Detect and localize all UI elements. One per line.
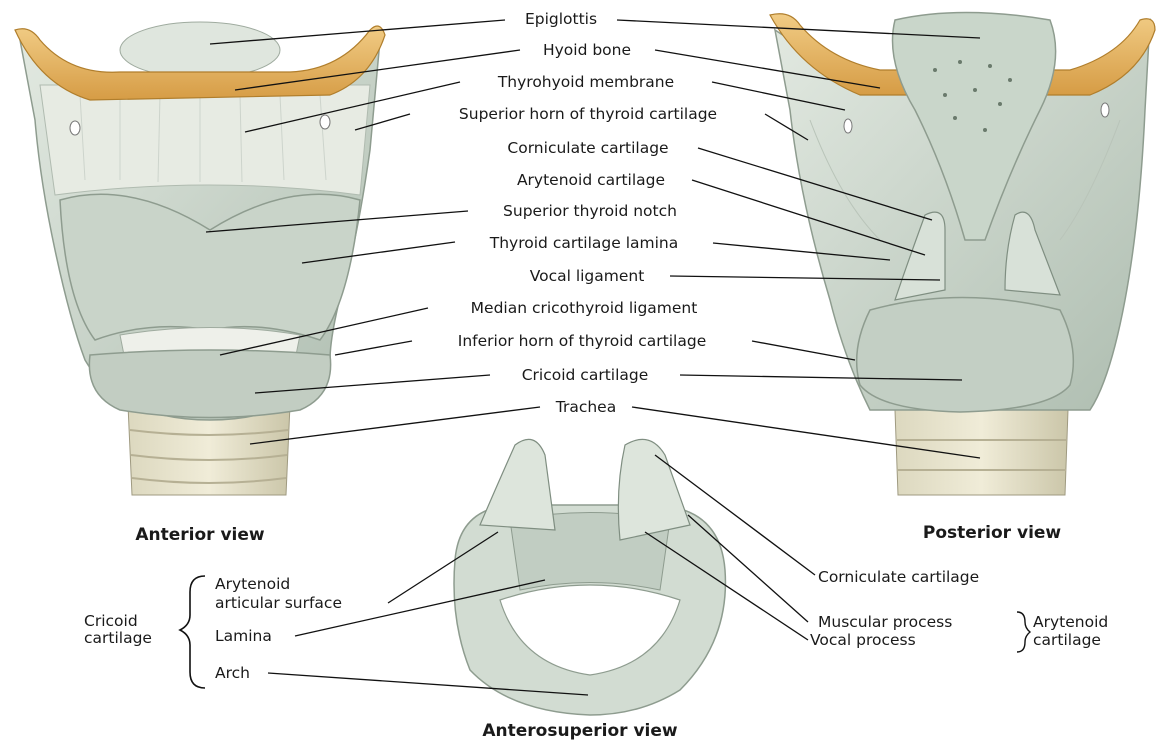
anterosuperior-cricoid-illustration — [454, 439, 725, 715]
label-corniculate-top: Corniculate cartilage — [507, 139, 668, 157]
title-anterosuperior-view: Anterosuperior view — [482, 721, 678, 741]
label-hyoid-bone: Hyoid bone — [543, 41, 631, 59]
label-cricoid-group-1: Cricoid — [84, 612, 138, 630]
anterior-larynx-illustration — [15, 22, 385, 495]
cricoid-brace — [180, 576, 205, 688]
label-muscular-process: Muscular process — [818, 613, 952, 631]
label-epiglottis: Epiglottis — [525, 10, 597, 28]
label-articular-surface-1: Arytenoid — [215, 575, 290, 593]
title-posterior-view: Posterior view — [923, 523, 1062, 543]
label-thyrohyoid-membrane: Thyrohyoid membrane — [497, 73, 674, 91]
title-anterior-view: Anterior view — [135, 525, 265, 545]
label-median-cricothyroid: Median cricothyroid ligament — [471, 299, 698, 317]
label-lamina: Lamina — [215, 627, 272, 645]
label-arytenoid-group-1: Arytenoid — [1033, 613, 1108, 631]
label-arytenoid-group-2: cartilage — [1033, 631, 1101, 649]
label-arch: Arch — [215, 664, 250, 682]
label-cricoid: Cricoid cartilage — [522, 366, 649, 384]
label-articular-surface-2: articular surface — [215, 594, 342, 612]
label-superior-horn: Superior horn of thyroid cartilage — [459, 105, 717, 123]
label-thyroid-lamina: Thyroid cartilage lamina — [489, 234, 678, 252]
label-vocal-process: Vocal process — [810, 631, 916, 649]
label-vocal-ligament: Vocal ligament — [530, 267, 645, 285]
label-inferior-horn: Inferior horn of thyroid cartilage — [458, 332, 707, 350]
label-arytenoid-top: Arytenoid cartilage — [517, 171, 665, 189]
label-superior-thyroid-notch: Superior thyroid notch — [503, 202, 677, 220]
label-corniculate-bottom: Corniculate cartilage — [818, 568, 979, 586]
label-trachea: Trachea — [555, 398, 616, 416]
label-cricoid-group-2: cartilage — [84, 629, 152, 647]
arytenoid-brace — [1017, 612, 1030, 652]
